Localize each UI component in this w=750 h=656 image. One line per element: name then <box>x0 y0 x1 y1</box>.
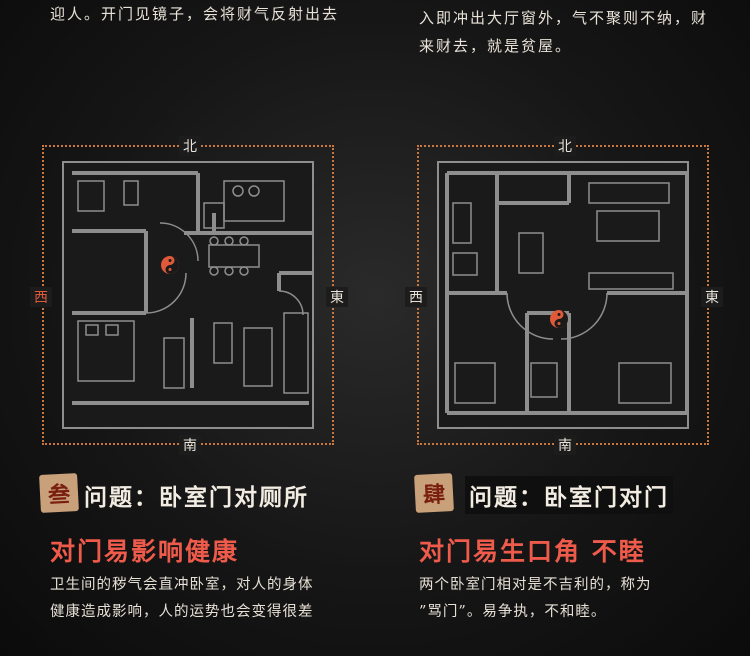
left-question-title: 问题：卧室门对厕所 <box>84 484 309 511</box>
left-red-headline: 对门易影响健康 <box>50 537 240 566</box>
right-question-title: 问题：卧室门对门 <box>465 476 673 514</box>
left-plan-frame <box>62 161 314 429</box>
left-floor-plan: 北 南 西 東 <box>30 136 348 455</box>
left-compass-south: 南 <box>179 435 201 455</box>
taiji-icon <box>550 310 568 328</box>
right-compass-east: 東 <box>701 287 723 307</box>
left-body-text: 卫生间的秽气会直冲卧室，对人的身体 健康造成影响，人的运势也会变得很差 <box>50 577 314 620</box>
right-compass-south: 南 <box>554 435 576 455</box>
right-compass-north: 北 <box>554 136 576 156</box>
right-compass-west: 西 <box>405 287 427 307</box>
right-floor-plan-drawing <box>445 171 689 415</box>
right-plan-frame <box>437 161 689 429</box>
right-floor-plan: 北 南 西 東 <box>405 136 723 455</box>
left-badge: 叁 <box>39 473 79 513</box>
left-floor-plan-drawing <box>72 171 314 405</box>
left-compass-west: 西 <box>30 287 52 307</box>
right-top-text: 入即冲出大厅窗外，气不聚则不纳，财 来财去，就是贫屋。 <box>419 9 709 55</box>
left-compass-east: 東 <box>326 287 348 307</box>
right-red-headline: 对门易生口角 不睦 <box>419 537 646 566</box>
right-body-text: 两个卧室门相对是不吉利的，称为 ”骂门”。易争执，不和睦。 <box>419 577 652 620</box>
right-badge: 肆 <box>414 473 454 513</box>
right-panel: 入即冲出大厅窗外，气不聚则不纳，财 来财去，就是贫屋。 北 南 西 東 <box>375 0 750 656</box>
left-compass-north: 北 <box>179 136 201 156</box>
left-top-text: 迎人。开门见镜子，会将财气反射出去 <box>50 5 340 23</box>
left-panel: 迎人。开门见镜子，会将财气反射出去 北 南 西 東 <box>30 5 348 620</box>
taiji-icon <box>161 256 179 274</box>
